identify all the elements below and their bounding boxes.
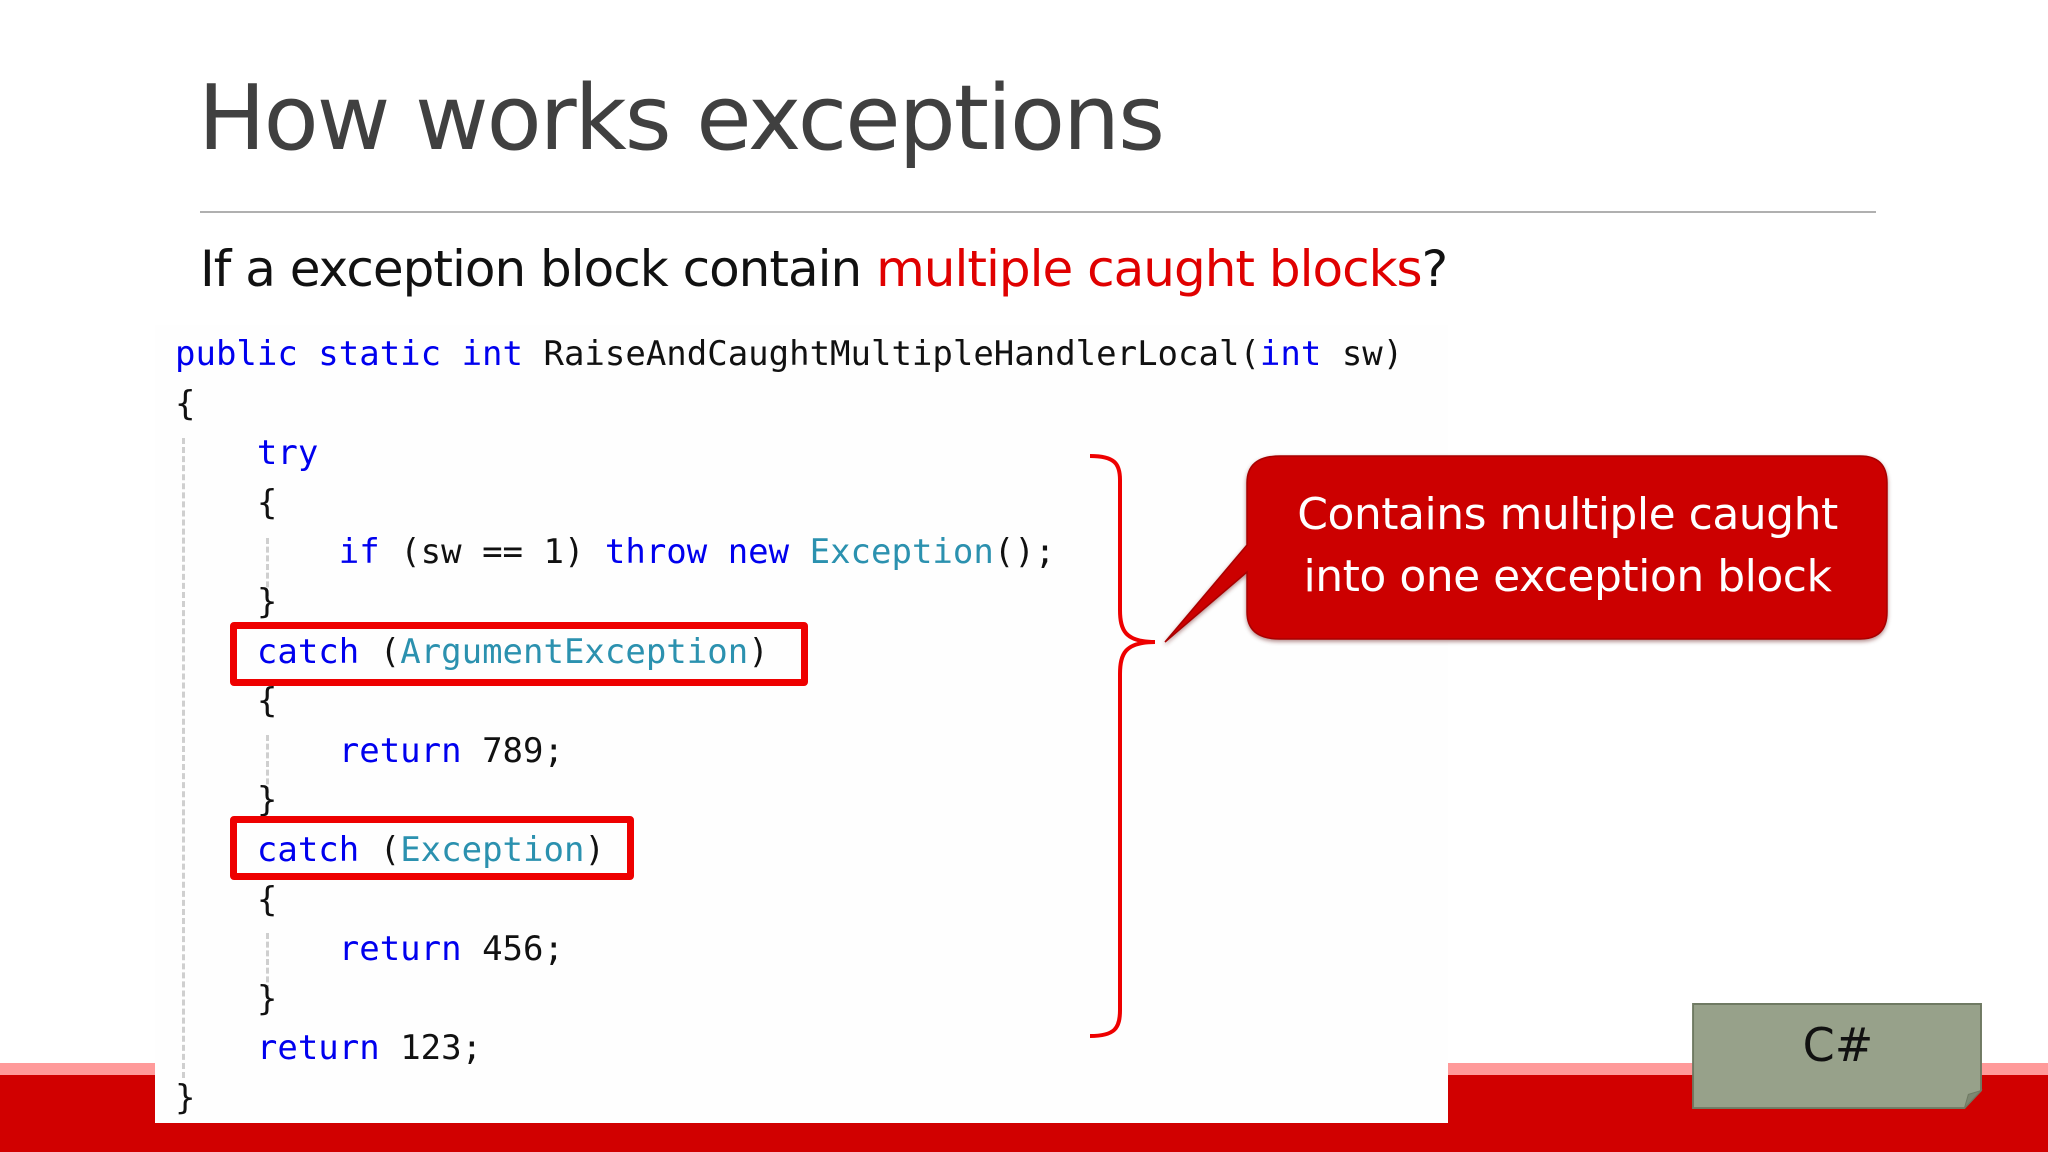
code-text: 789; — [461, 730, 564, 771]
code-keyword: catch — [256, 631, 360, 672]
title-divider — [200, 211, 1876, 213]
language-note — [1692, 1003, 1983, 1110]
code-line: } — [175, 776, 1403, 826]
code-text: { — [256, 482, 278, 523]
code-line: } — [175, 975, 1403, 1025]
code-text: { — [256, 681, 278, 722]
slide-title: How works exceptions — [198, 66, 1165, 171]
code-text: sw) — [1321, 334, 1404, 374]
code-keyword: return — [338, 730, 462, 771]
code-keyword: try — [256, 433, 319, 474]
highlight-box-catch-argumentexception — [230, 622, 808, 686]
code-text: } — [256, 780, 278, 821]
code-text: } — [175, 1077, 196, 1118]
code-text: } — [256, 978, 278, 1019]
code-line: { — [175, 876, 1403, 926]
code-type: ArgumentException — [400, 631, 749, 672]
indent-guide-outer — [182, 438, 185, 1078]
code-line: catch (ArgumentException) — [175, 628, 1403, 678]
code-text: (sw == 1) — [379, 532, 605, 573]
slide-subtitle: If a exception block contain multiple ca… — [200, 240, 1449, 298]
code-line: { — [175, 677, 1403, 727]
highlight-box-catch-exception — [230, 816, 634, 880]
indent-guide-catch1 — [266, 735, 269, 793]
code-type: Exception — [400, 829, 585, 870]
callout-line-1: Contains multiple caught — [1297, 489, 1838, 540]
code-line: try — [175, 429, 1403, 479]
code-line: } — [175, 1074, 1403, 1124]
code-line: if (sw == 1) throw new Exception(); — [175, 528, 1403, 578]
code-keyword: int — [1259, 334, 1322, 374]
code-keyword: return — [338, 929, 462, 970]
code-text: ( — [359, 829, 401, 870]
code-line: } — [175, 578, 1403, 628]
callout-bubble-shape — [1164, 455, 1888, 643]
code-listing: public static int RaiseAndCaughtMultiple… — [175, 330, 1403, 1124]
code-line: { — [175, 479, 1403, 529]
code-line: public static int RaiseAndCaughtMultiple… — [175, 330, 1403, 380]
code-text — [789, 532, 809, 572]
code-keyword: catch — [256, 829, 360, 870]
indent-guide-try — [266, 538, 269, 596]
code-text: ) — [748, 631, 769, 672]
code-line: return 789; — [175, 727, 1403, 777]
code-line: return 123; — [175, 1024, 1403, 1074]
curly-brace-icon — [1089, 454, 1156, 1038]
code-line: return 456; — [175, 925, 1403, 975]
code-panel — [155, 325, 1448, 1123]
code-text: { — [256, 879, 278, 920]
indent-guide-catch2 — [266, 933, 269, 991]
code-text: 123; — [379, 1028, 483, 1069]
code-line: { — [175, 380, 1403, 430]
code-type: Exception — [809, 532, 994, 573]
code-text: ) — [584, 829, 605, 870]
subtitle-highlight: multiple caught blocks — [876, 240, 1423, 298]
code-keyword: throw new — [604, 532, 790, 573]
code-text: } — [256, 581, 278, 622]
code-text: RaiseAndCaughtMultipleHandlerLocal( — [523, 334, 1260, 374]
callout-line-2: into one exception block — [1303, 551, 1832, 602]
code-keyword: return — [256, 1028, 380, 1069]
code-keyword: if — [338, 532, 380, 573]
code-keyword: public static int — [175, 334, 523, 374]
language-note-label: C# — [1802, 1018, 1874, 1072]
code-text: { — [175, 383, 196, 424]
code-text: ( — [359, 631, 401, 672]
subtitle-prefix: If a exception block contain — [200, 240, 877, 298]
code-text: (); — [993, 532, 1056, 573]
subtitle-suffix: ? — [1421, 240, 1449, 298]
code-line: catch (Exception) — [175, 826, 1403, 876]
callout-text: Contains multiple caught into one except… — [1247, 484, 1888, 608]
code-text: 456; — [461, 929, 564, 970]
